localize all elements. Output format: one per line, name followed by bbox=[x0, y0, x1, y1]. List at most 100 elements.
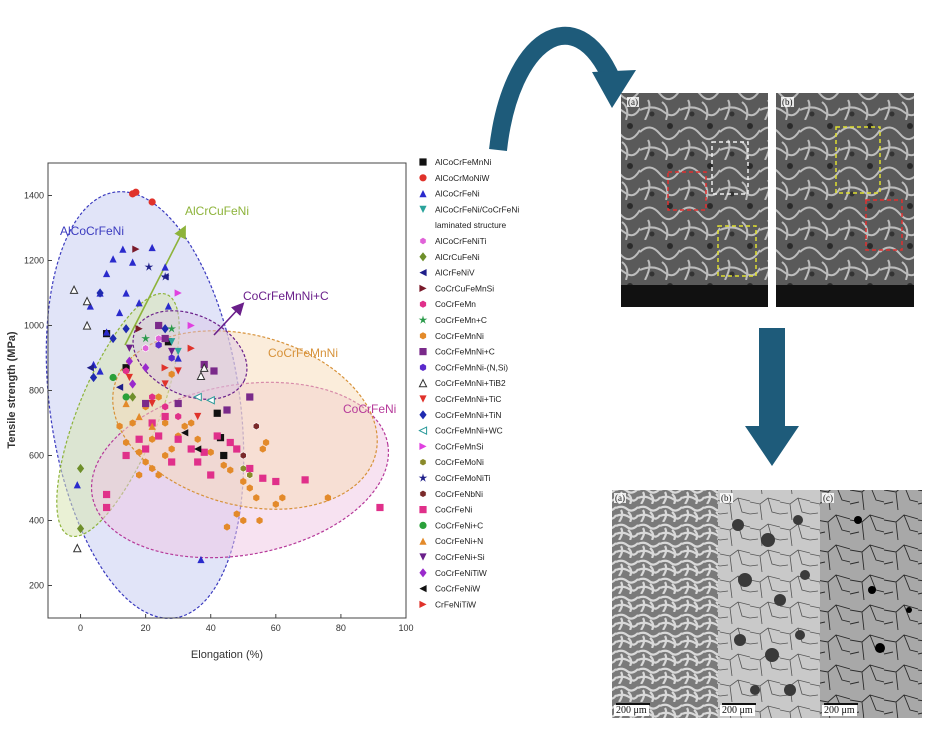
micrograph-bottom-a-label: (a) bbox=[614, 493, 626, 503]
data-point bbox=[194, 435, 201, 443]
y-tick-label: 600 bbox=[29, 451, 44, 461]
legend-marker bbox=[419, 553, 427, 561]
data-point bbox=[142, 458, 149, 466]
micrograph-top-b bbox=[776, 93, 914, 307]
data-point bbox=[161, 364, 169, 372]
legend-marker bbox=[419, 489, 427, 498]
data-point bbox=[160, 272, 170, 281]
data-point bbox=[188, 419, 195, 427]
data-point bbox=[141, 333, 151, 343]
legend-label: AlCoCrFeNi bbox=[435, 189, 480, 199]
data-point bbox=[259, 445, 266, 453]
data-point bbox=[252, 422, 260, 431]
x-axis-title: Elongation (%) bbox=[191, 649, 263, 661]
legend-label: CoCrFeMnNi+WC bbox=[435, 426, 503, 436]
data-point bbox=[197, 555, 205, 564]
data-point bbox=[155, 471, 162, 479]
data-point bbox=[227, 466, 234, 474]
legend-label: AlCoCrFeMnNi bbox=[435, 157, 491, 167]
data-point bbox=[272, 477, 280, 486]
region-label-cocrfeni: CoCrFeNi bbox=[343, 402, 396, 416]
data-point bbox=[135, 325, 143, 333]
data-point bbox=[125, 356, 133, 366]
data-point bbox=[132, 245, 140, 253]
y-axis-title: Tensile strength (MPa) bbox=[6, 331, 18, 448]
data-point bbox=[96, 288, 104, 298]
region-label-alcrcufeni: AlCrCuFeNi bbox=[185, 204, 249, 218]
data-point bbox=[233, 510, 240, 518]
y-tick-label: 1200 bbox=[24, 256, 44, 266]
legend-label: CoCrFeMnNi bbox=[435, 331, 484, 341]
legend-marker bbox=[419, 348, 427, 356]
data-point bbox=[76, 524, 85, 534]
data-point bbox=[168, 445, 175, 453]
data-point bbox=[148, 198, 156, 206]
data-point bbox=[148, 243, 156, 252]
scale-text-b: 200 μm bbox=[720, 705, 755, 716]
highlight-box-red-b bbox=[865, 199, 903, 251]
data-point bbox=[279, 494, 286, 502]
x-tick-label: 0 bbox=[78, 623, 83, 633]
data-point bbox=[239, 451, 247, 460]
data-point bbox=[301, 476, 309, 484]
data-point bbox=[155, 321, 163, 330]
data-point bbox=[155, 341, 162, 349]
data-point bbox=[187, 344, 195, 352]
legend-marker bbox=[419, 458, 427, 467]
legend-label: laminated structure bbox=[435, 220, 507, 230]
legend: AlCoCrFeMnNiAlCoCrMoNiWAlCoCrFeNiAlCoCrF… bbox=[418, 157, 519, 609]
data-point bbox=[89, 372, 98, 383]
data-point bbox=[72, 543, 82, 553]
micrograph-bottom-b-label: (b) bbox=[720, 493, 733, 503]
data-point bbox=[119, 245, 127, 253]
data-point bbox=[246, 471, 254, 479]
legend-marker bbox=[418, 473, 428, 482]
scale-bar-a bbox=[616, 703, 650, 705]
legend-label: AlCoCrFeNi/CoCrFeNi bbox=[435, 204, 519, 214]
data-point bbox=[181, 429, 189, 437]
data-point bbox=[220, 451, 228, 460]
region-cocrfemnni bbox=[112, 330, 378, 510]
data-point bbox=[155, 432, 163, 440]
data-point bbox=[116, 422, 123, 430]
data-point bbox=[82, 320, 92, 330]
legend-marker bbox=[419, 521, 427, 530]
legend-marker bbox=[419, 158, 427, 166]
data-point bbox=[174, 435, 182, 443]
legend-marker bbox=[419, 269, 427, 277]
data-point bbox=[168, 354, 175, 362]
data-point bbox=[122, 451, 130, 460]
data-point bbox=[149, 435, 156, 443]
data-point bbox=[272, 500, 279, 508]
data-point bbox=[207, 448, 214, 456]
micrograph-top-b-label: (b) bbox=[781, 97, 794, 107]
data-point bbox=[86, 302, 94, 310]
legend-label: CoCrFeMnNi-(N,Si) bbox=[435, 362, 508, 372]
legend-marker bbox=[419, 300, 427, 308]
y-tick-label: 400 bbox=[29, 516, 44, 526]
legend-marker bbox=[419, 585, 427, 593]
data-point bbox=[174, 367, 182, 375]
data-point bbox=[213, 432, 221, 440]
highlight-box-yellow bbox=[717, 225, 757, 277]
y-tick-label: 200 bbox=[29, 581, 44, 591]
legend-label: CoCrFeMnNi+TiN bbox=[435, 410, 501, 420]
data-point bbox=[129, 379, 137, 389]
legend-marker bbox=[418, 426, 428, 436]
data-point bbox=[220, 461, 227, 469]
data-point bbox=[73, 481, 81, 489]
legend-marker bbox=[419, 410, 427, 420]
x-tick-label: 40 bbox=[206, 623, 216, 633]
legend-label: CoCrFeNiW bbox=[435, 584, 480, 594]
legend-marker bbox=[419, 190, 427, 198]
data-point bbox=[187, 321, 195, 330]
curved-arrow-head bbox=[592, 70, 636, 108]
legend-marker bbox=[419, 174, 427, 182]
region-label-alcocrfeni: AlCoCrFeNi bbox=[60, 224, 124, 238]
data-point bbox=[148, 422, 156, 430]
data-point bbox=[161, 334, 169, 343]
data-point bbox=[174, 347, 182, 356]
legend-label: AlCrFeNiV bbox=[435, 268, 475, 278]
legend-marker bbox=[419, 205, 427, 213]
